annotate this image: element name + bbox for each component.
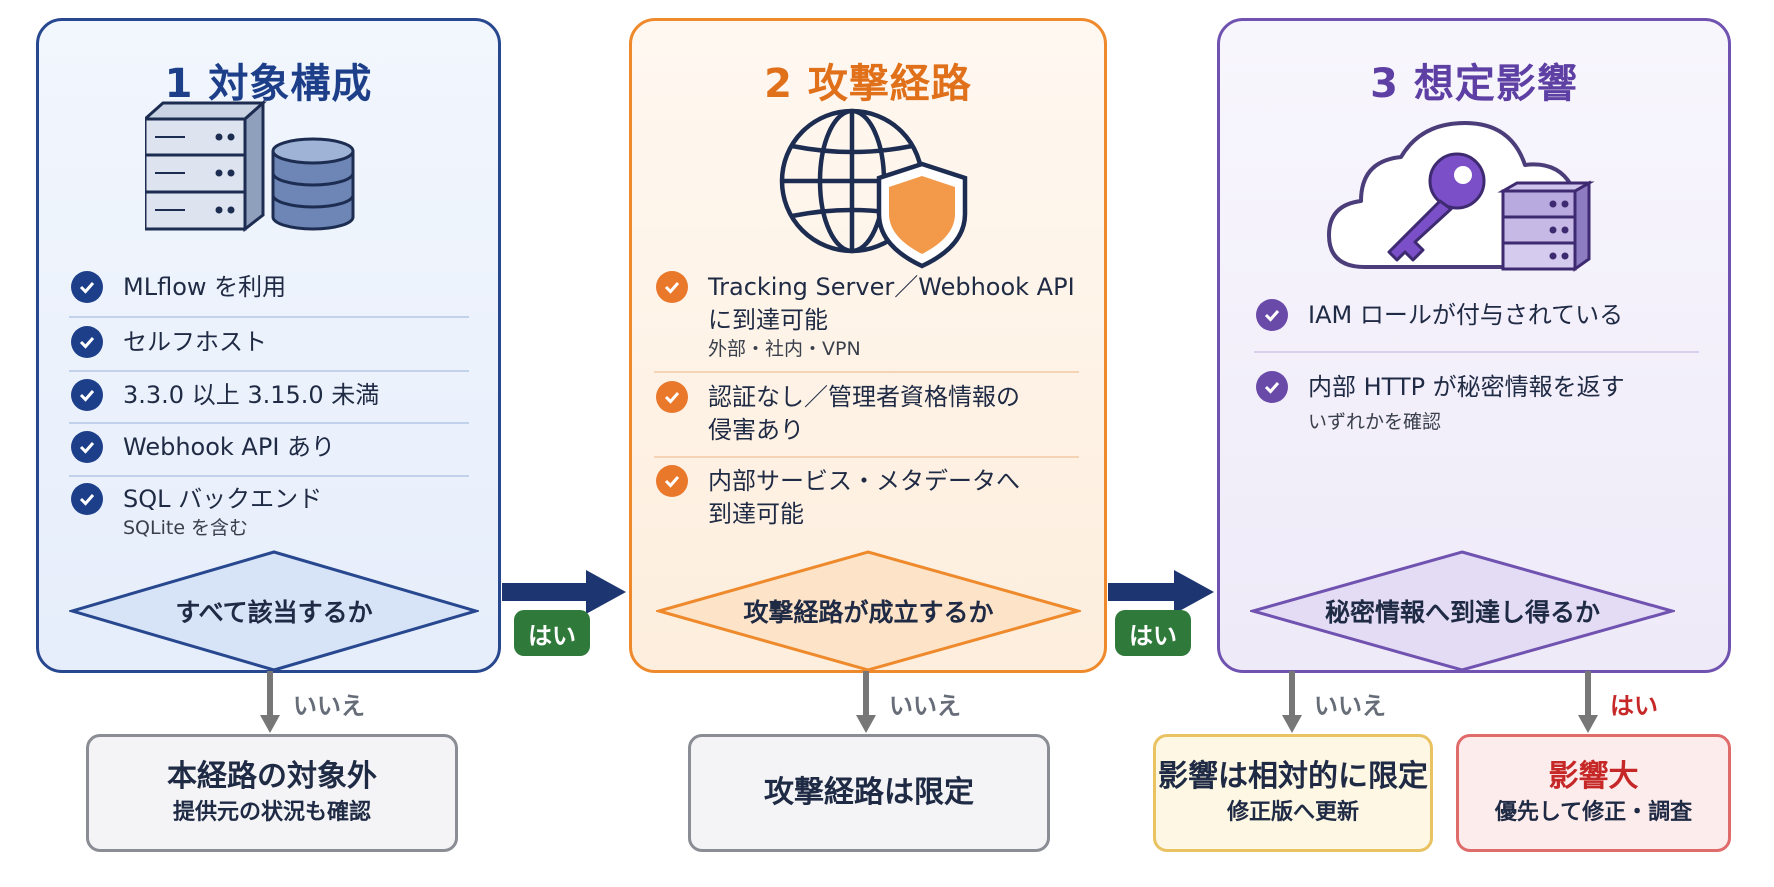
panel-title: 3 想定影響	[1370, 61, 1578, 107]
check-icon	[71, 483, 103, 515]
check-icon	[656, 381, 688, 413]
divider	[69, 370, 469, 372]
check-icon	[656, 465, 688, 497]
no-label: いいえ	[889, 692, 961, 720]
item-label: 3.3.0 以上 3.15.0 未満	[123, 381, 380, 409]
item-label-cont: に到達可能	[708, 306, 828, 334]
item-label-cont: 到達可能	[708, 500, 804, 528]
divider	[69, 475, 469, 477]
cloud-key-server-icon	[1325, 109, 1615, 283]
check-icon	[656, 271, 688, 303]
yes-label: はい	[1610, 692, 1658, 720]
check-icon	[1256, 299, 1288, 331]
result-title: 影響は相対的に限定	[1158, 759, 1428, 794]
decision-label: すべて該当するか	[175, 598, 373, 627]
item-label: SQL バックエンド	[123, 485, 323, 513]
result-title: 攻撃経路は限定	[764, 775, 974, 810]
item-label: 認証なし／管理者資格情報の	[708, 383, 1020, 411]
panel-title: 2 攻撃経路	[764, 61, 972, 107]
arrow-down-icon	[260, 671, 280, 739]
arrow-down-icon	[1578, 671, 1598, 739]
shield-icon	[876, 161, 968, 269]
arrow-down-icon	[1282, 671, 1302, 739]
server-icon	[141, 99, 267, 233]
divider	[1254, 351, 1699, 353]
server-database-icon	[141, 99, 355, 238]
result-impact-high: 影響大 優先して修正・調査	[1456, 734, 1731, 852]
no-label: いいえ	[1314, 692, 1386, 720]
item-label: 内部 HTTP が秘密情報を返す	[1308, 373, 1625, 401]
item-sublabel: 外部・社内・VPN	[708, 338, 861, 360]
item-label: IAM ロールが付与されている	[1308, 301, 1624, 329]
check-icon	[71, 431, 103, 463]
panel-title: 1 対象構成	[164, 61, 373, 107]
result-subtitle: 提供元の状況も確認	[172, 800, 371, 825]
decision-diamond: 攻撃経路が成立するか	[653, 549, 1084, 673]
item-label-cont: 侵害あり	[708, 416, 804, 444]
decision-label: 秘密情報へ到達し得るか	[1324, 598, 1600, 627]
check-icon	[71, 326, 103, 358]
result-out-of-scope: 本経路の対象外 提供元の状況も確認	[86, 734, 458, 852]
item-note: いずれかを確認	[1308, 411, 1442, 433]
panel-attack-path: 2 攻撃経路 Tracking Server／Webhook API に到達可能…	[629, 18, 1107, 673]
divider	[69, 316, 469, 318]
server-icon	[1497, 180, 1595, 272]
result-impact-limited: 影響は相対的に限定 修正版へ更新	[1153, 734, 1433, 852]
item-label: Webhook API あり	[123, 433, 336, 461]
no-label: いいえ	[293, 692, 365, 720]
panel-target-config: 1 対象構成	[36, 18, 501, 673]
arrow-right-icon	[1108, 570, 1216, 618]
arrow-right-icon	[502, 570, 628, 618]
item-label: セルフホスト	[123, 328, 267, 356]
divider	[69, 422, 469, 424]
check-icon	[1256, 371, 1288, 403]
panel-expected-impact: 3 想定影響 IAM ロールが付与され	[1217, 18, 1731, 673]
check-icon	[71, 271, 103, 303]
globe-shield-icon	[777, 106, 977, 280]
arrow-down-icon	[856, 671, 876, 739]
item-sublabel: SQLite を含む	[123, 517, 249, 539]
result-subtitle: 修正版へ更新	[1226, 800, 1359, 825]
result-title: 本経路の対象外	[167, 759, 377, 794]
item-label: MLflow を利用	[123, 273, 287, 301]
divider	[654, 456, 1079, 458]
item-label: Tracking Server／Webhook API	[708, 273, 1075, 301]
decision-diamond: すべて該当するか	[66, 549, 482, 673]
key-icon	[1387, 152, 1486, 262]
check-icon	[71, 379, 103, 411]
result-subtitle: 優先して修正・調査	[1494, 800, 1693, 825]
result-attack-limited: 攻撃経路は限定	[688, 734, 1050, 852]
result-title: 影響大	[1548, 759, 1639, 794]
decision-diamond: 秘密情報へ到達し得るか	[1247, 549, 1678, 673]
yes-badge: はい	[1115, 610, 1191, 656]
database-icon	[271, 137, 355, 231]
item-label: 内部サービス・メタデータへ	[708, 467, 1020, 495]
yes-badge: はい	[514, 610, 590, 656]
decision-label: 攻撃経路が成立するか	[743, 598, 994, 627]
divider	[654, 371, 1079, 373]
